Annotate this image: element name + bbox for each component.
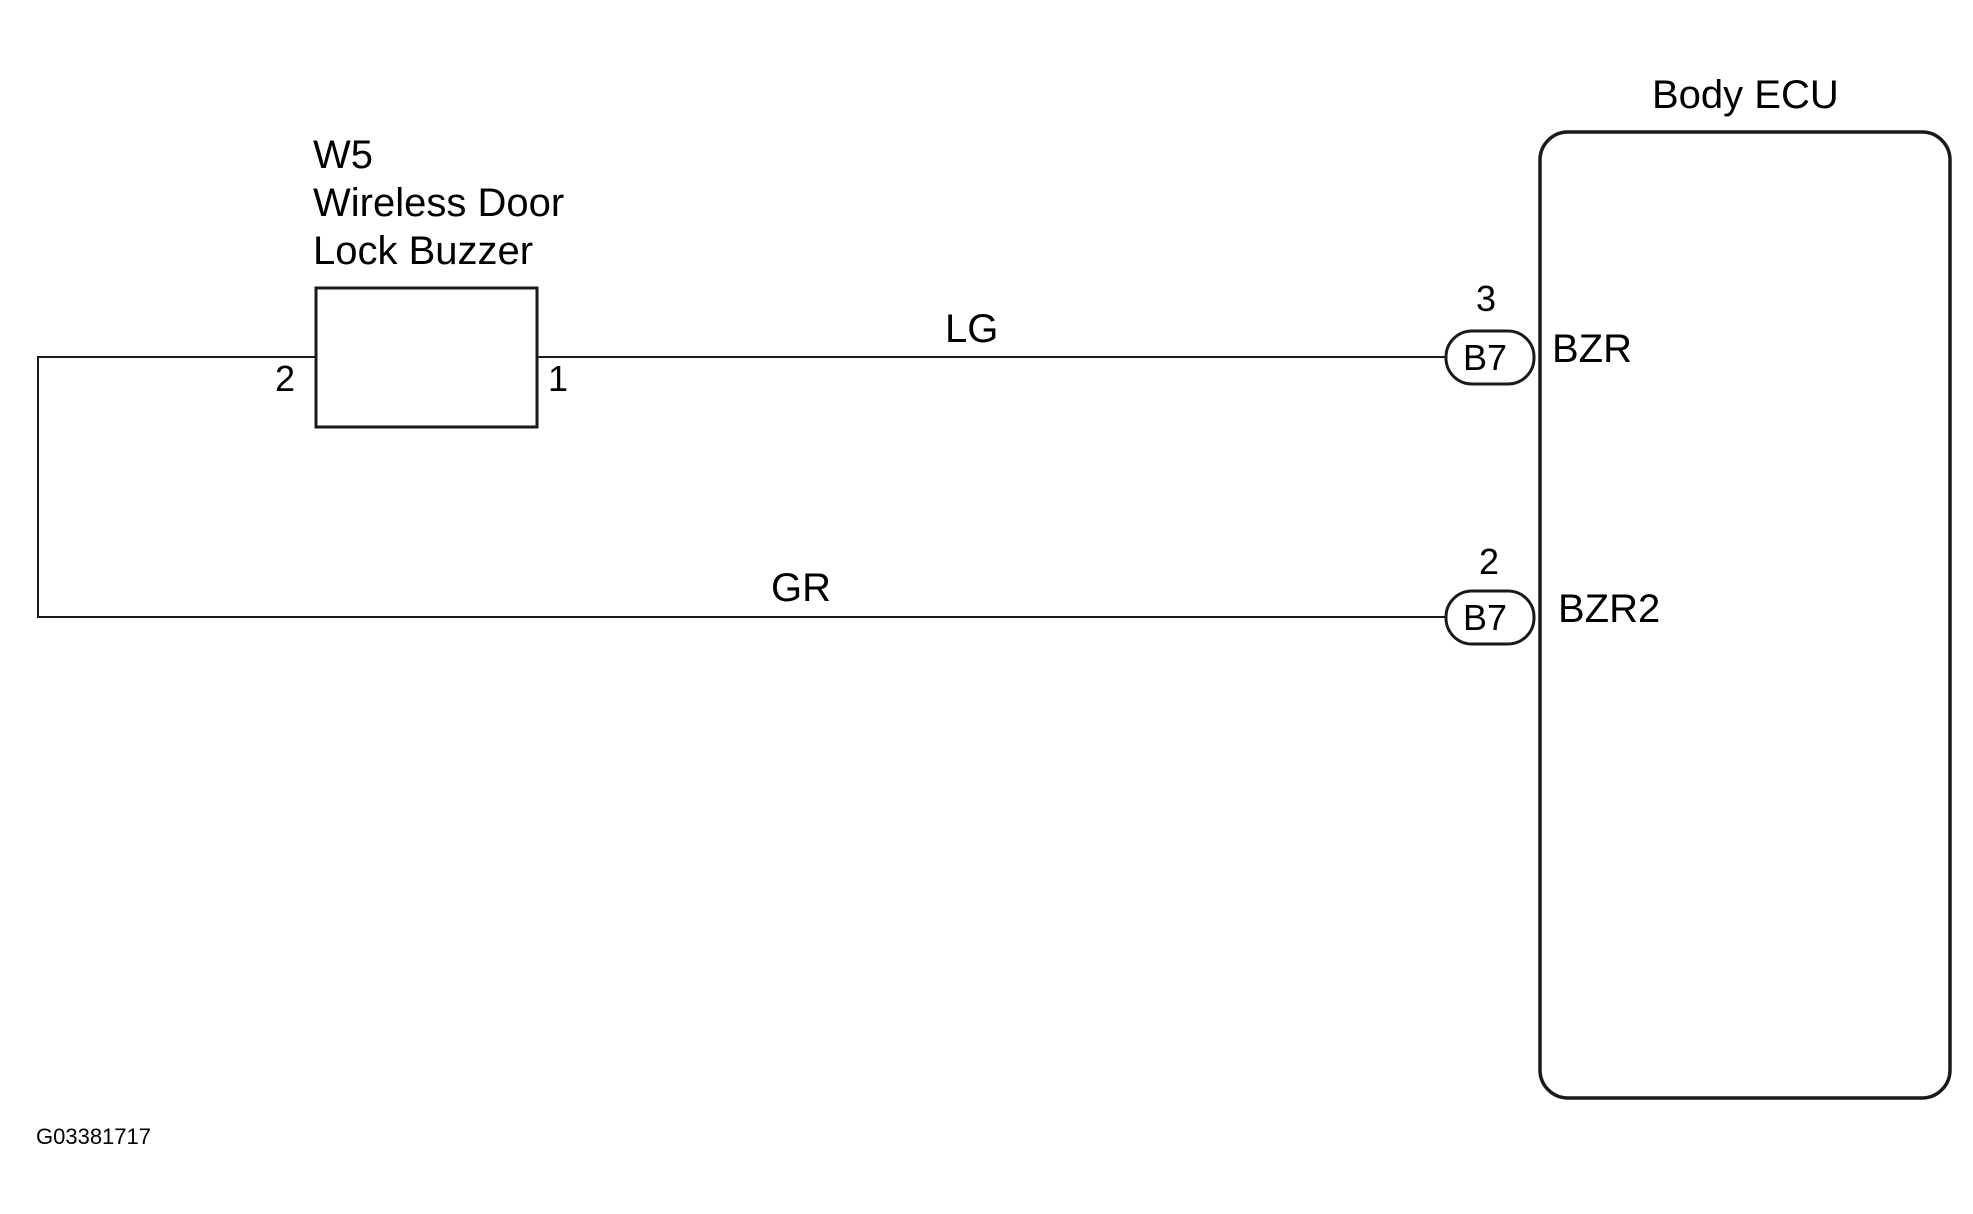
buzzer-name-line1: Wireless Door bbox=[313, 181, 564, 225]
connector-b7-bottom bbox=[1444, 589, 1536, 646]
terminal-bzr: BZR bbox=[1552, 327, 1632, 371]
wire-gr-loop bbox=[37, 356, 1445, 618]
connector-b7-top bbox=[1444, 329, 1536, 386]
connector-bottom-code: B7 bbox=[1463, 597, 1507, 638]
ecu-name: Body ECU bbox=[1652, 73, 1839, 117]
buzzer-code: W5 bbox=[313, 133, 373, 177]
buzzer-name-line2: Lock Buzzer bbox=[313, 229, 533, 273]
wire-gr-label: GR bbox=[771, 566, 831, 610]
connector-top-code: B7 bbox=[1463, 337, 1507, 378]
connector-top-pin: 3 bbox=[1476, 278, 1496, 319]
terminal-bzr2: BZR2 bbox=[1558, 587, 1660, 631]
buzzer-pin-left: 2 bbox=[275, 358, 295, 399]
connector-bottom-pin: 2 bbox=[1479, 541, 1499, 582]
body-ecu-box bbox=[1538, 130, 1952, 1100]
buzzer-pin-right: 1 bbox=[548, 358, 568, 399]
wire-lg-label: LG bbox=[945, 307, 998, 351]
figure-id: G03381717 bbox=[36, 1124, 151, 1149]
buzzer-box bbox=[314, 286, 539, 429]
